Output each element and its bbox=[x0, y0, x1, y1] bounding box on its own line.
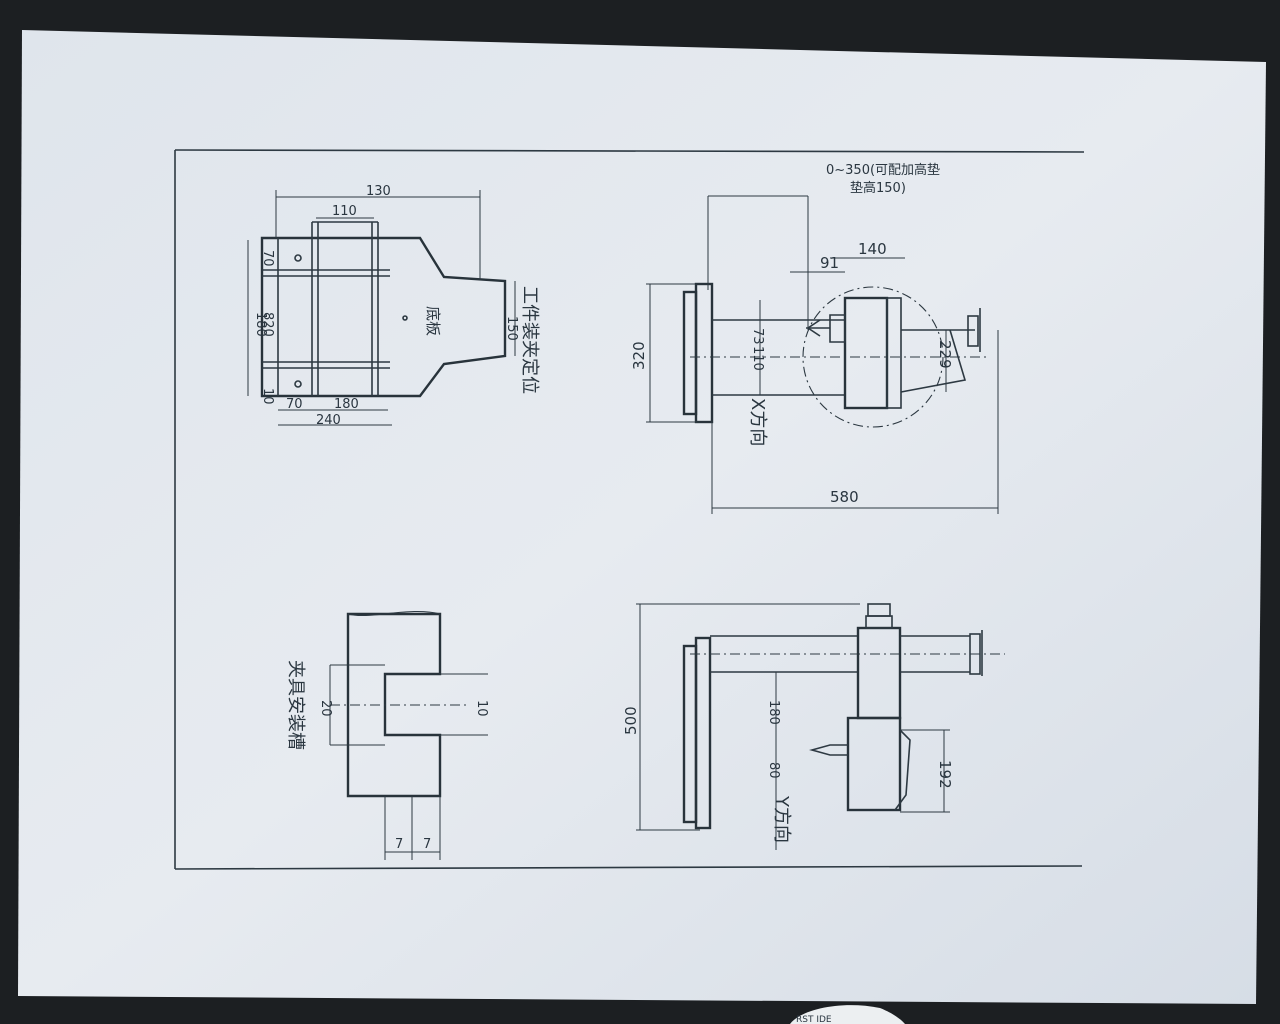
top-left-view: 130 110 70 180 820 10 70 180 240 150 底板 … bbox=[247, 184, 540, 428]
dim-580: 580 bbox=[830, 488, 859, 506]
bottom-left-view: 20 10 7 7 夹具安装槽 bbox=[285, 611, 489, 860]
dim-left-top: 70 bbox=[260, 250, 275, 267]
dim-229: 229 bbox=[936, 340, 954, 369]
dim-left-mid: 180 bbox=[253, 312, 268, 337]
corner-label: RST IDE bbox=[796, 1015, 832, 1024]
dim-110: 110 bbox=[750, 346, 765, 371]
caption-fixture-slot: 夹具安装槽 bbox=[285, 660, 306, 750]
dim-91: 91 bbox=[820, 254, 839, 272]
dim-192: 192 bbox=[936, 760, 954, 789]
dim-bottom-total: 240 bbox=[316, 413, 341, 428]
dim-overall-width: 130 bbox=[366, 184, 391, 199]
caption-workpiece-clamping: 工件装夹定位 bbox=[519, 286, 540, 394]
dim-80: 80 bbox=[766, 762, 781, 779]
dim-140: 140 bbox=[858, 240, 887, 258]
dim-180: 180 bbox=[766, 700, 781, 725]
drawing-frame bbox=[174, 149, 1085, 870]
dim-20: 20 bbox=[318, 700, 333, 717]
y-direction-label: Y方向 bbox=[771, 795, 792, 843]
dim-10: 10 bbox=[474, 700, 489, 717]
bottom-right-view: 500 180 80 192 Y方向 bbox=[622, 603, 1005, 850]
dim-right-height: 150 bbox=[504, 316, 519, 341]
dim-left-low: 820 bbox=[260, 312, 275, 337]
dim-7b: 7 bbox=[423, 837, 431, 852]
x-direction-label: X方向 bbox=[747, 398, 768, 446]
height-note-line1: 0~350(可配加高垫 bbox=[826, 162, 940, 178]
paper-sheet bbox=[18, 30, 1266, 1004]
dim-73: 73 bbox=[750, 328, 765, 345]
dim-7a: 7 bbox=[395, 837, 403, 852]
dim-320: 320 bbox=[630, 341, 648, 370]
top-right-view: 0~350(可配加高垫 垫高150) 140 91 bbox=[630, 162, 999, 514]
foreground-object: RST IDE bbox=[790, 1005, 905, 1024]
dim-500: 500 bbox=[622, 706, 640, 735]
dim-bottom-mid: 180 bbox=[334, 397, 359, 412]
dim-left-bottom: 10 bbox=[260, 388, 275, 405]
height-note-line2: 垫高150) bbox=[850, 180, 906, 196]
dim-bottom-left: 70 bbox=[286, 397, 303, 412]
base-plate-label: 底板 bbox=[424, 306, 442, 336]
dim-top-width: 110 bbox=[332, 204, 357, 219]
